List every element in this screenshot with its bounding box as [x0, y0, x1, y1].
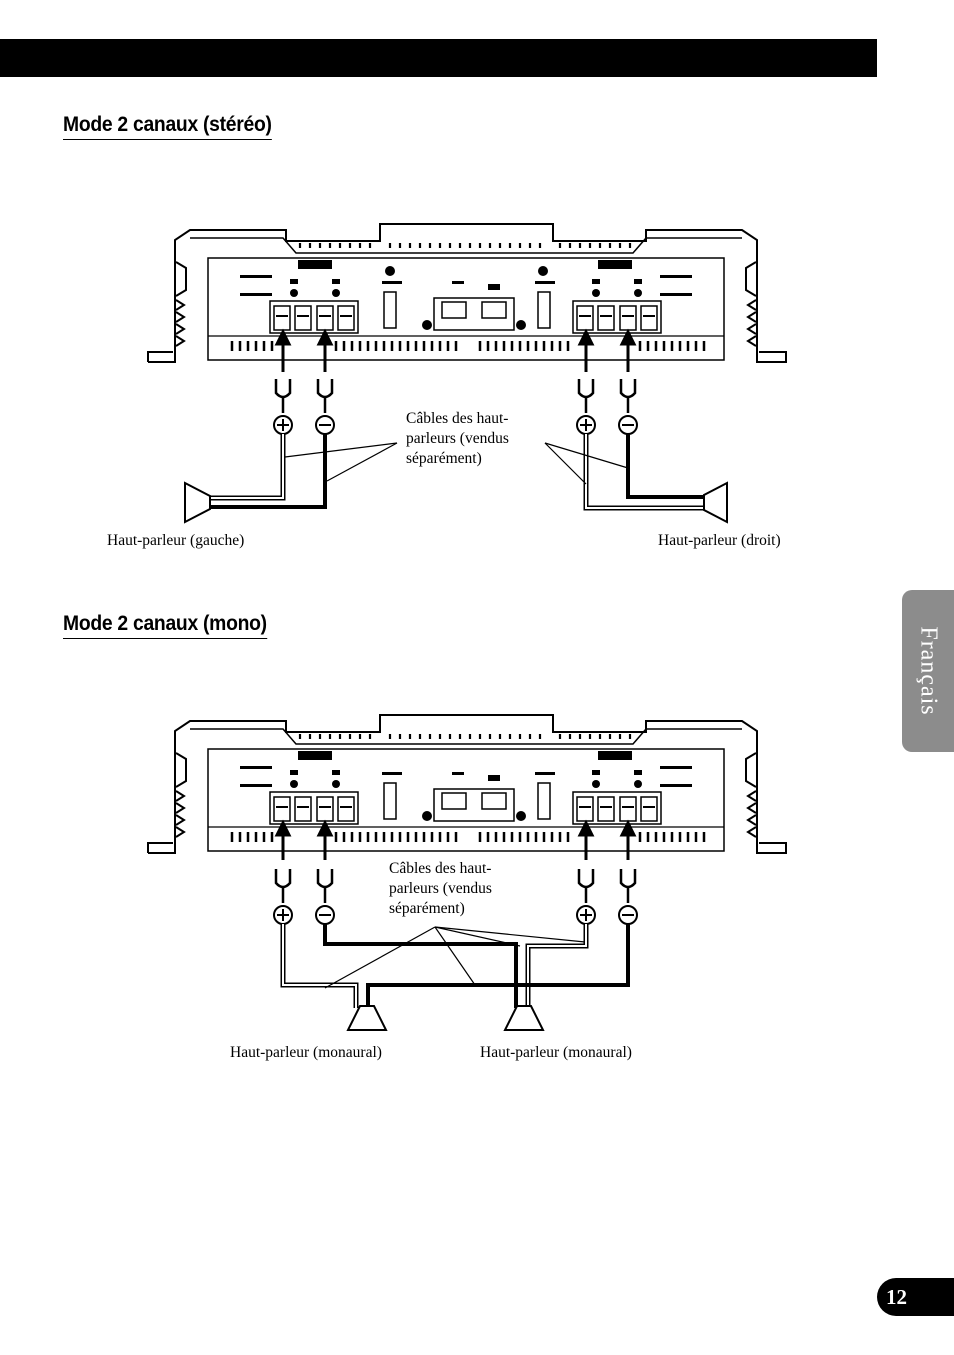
- speaker-wires: [210, 434, 705, 511]
- right-terminal-block-mono: [572, 791, 662, 825]
- speaker-left-label: Haut-parleur (gauche): [107, 532, 245, 549]
- speaker-mono-1-icon: [346, 1005, 388, 1031]
- speaker-wires-mono: [280, 924, 630, 1008]
- vent-slots-top: [298, 243, 632, 248]
- power-terminal-block-mono: [433, 788, 515, 822]
- speaker-left-icon: [184, 481, 211, 524]
- vent-slots-bottom-mono: [230, 832, 706, 842]
- power-terminal-block: [433, 297, 515, 331]
- panel-label-marks-mono: [240, 751, 692, 787]
- language-tab-label: Français: [915, 626, 942, 716]
- screw-icons-mono: [290, 780, 642, 821]
- terminal-arrows-mono: [274, 819, 637, 860]
- polarity-icons-mono: [273, 905, 638, 925]
- cables-label-mono: Câbles des haut- parleurs (vendus séparé…: [389, 860, 492, 917]
- left-terminal-block-mono: [269, 791, 359, 825]
- fuse-holders-mono: [383, 782, 551, 820]
- speaker-mono-2-icon: [503, 1005, 545, 1031]
- mono-diagram-svg: [147, 714, 787, 1031]
- cables-label-stereo: Câbles des haut- parleurs (vendus séparé…: [406, 410, 509, 467]
- amplifier-body: [147, 223, 787, 363]
- header-bar: [0, 39, 877, 77]
- fuse-holders: [383, 291, 551, 329]
- language-tab: Français: [902, 590, 954, 752]
- vent-slots-bottom: [230, 341, 706, 351]
- section-title-mono: Mode 2 canaux (mono): [63, 612, 267, 639]
- speaker-right-label: Haut-parleur (droit): [658, 532, 781, 549]
- callout-lines-mono: [324, 926, 586, 989]
- speaker-mono-1-label: Haut-parleur (monaural): [230, 1044, 382, 1061]
- stereo-diagram-svg: [147, 223, 787, 524]
- section-title-stereo: Mode 2 canaux (stéréo): [63, 113, 272, 140]
- left-terminal-block: [269, 300, 359, 334]
- vent-slots-top-mono: [298, 734, 632, 739]
- terminal-arrows: [274, 328, 637, 372]
- screw-icons: [290, 266, 642, 330]
- spade-connectors-mono: [274, 869, 637, 903]
- spade-connectors: [274, 379, 637, 413]
- right-terminal-block: [572, 300, 662, 334]
- page-number: 12: [877, 1278, 954, 1316]
- amplifier-body-mono: [147, 714, 787, 854]
- speaker-mono-2-label: Haut-parleur (monaural): [480, 1044, 632, 1061]
- panel-label-marks: [240, 260, 692, 296]
- speaker-right-icon: [703, 481, 728, 524]
- callout-lines: [284, 442, 629, 485]
